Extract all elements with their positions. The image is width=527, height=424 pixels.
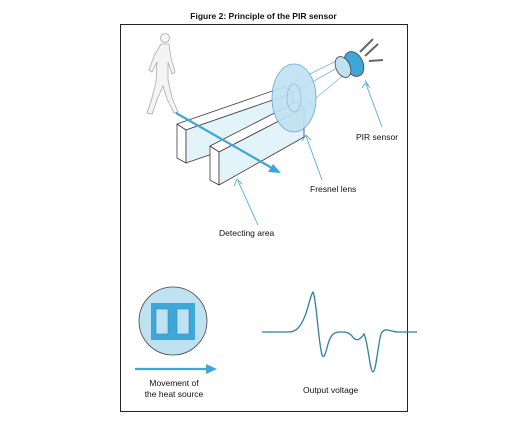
- fresnel-lens-label: Fresnel lens: [310, 184, 357, 194]
- movement-label-line2: the heat source: [144, 389, 204, 399]
- fresnel-lens: [271, 63, 317, 133]
- detecting-area-label: Detecting area: [219, 228, 275, 238]
- movement-label-line1: Movement of: [149, 378, 199, 388]
- movement-arrow-upper: [175, 112, 281, 173]
- movement-label: Movement of the heat source: [131, 378, 217, 400]
- diagram-frame: [120, 24, 408, 412]
- movement-arrow-icon: [135, 364, 217, 374]
- output-voltage-label: Output voltage: [303, 385, 359, 395]
- figure-title: Figure 2: Principle of the PIR sensor: [190, 11, 337, 21]
- callout-lines: [233, 79, 383, 226]
- heat-source-icon: [138, 286, 208, 356]
- detecting-beams: [176, 57, 347, 186]
- pir-sensor-device: [334, 38, 384, 78]
- pir-sensor-label: PIR sensor: [356, 132, 399, 142]
- person-figure: [146, 33, 179, 115]
- output-voltage-waveform: [262, 290, 417, 373]
